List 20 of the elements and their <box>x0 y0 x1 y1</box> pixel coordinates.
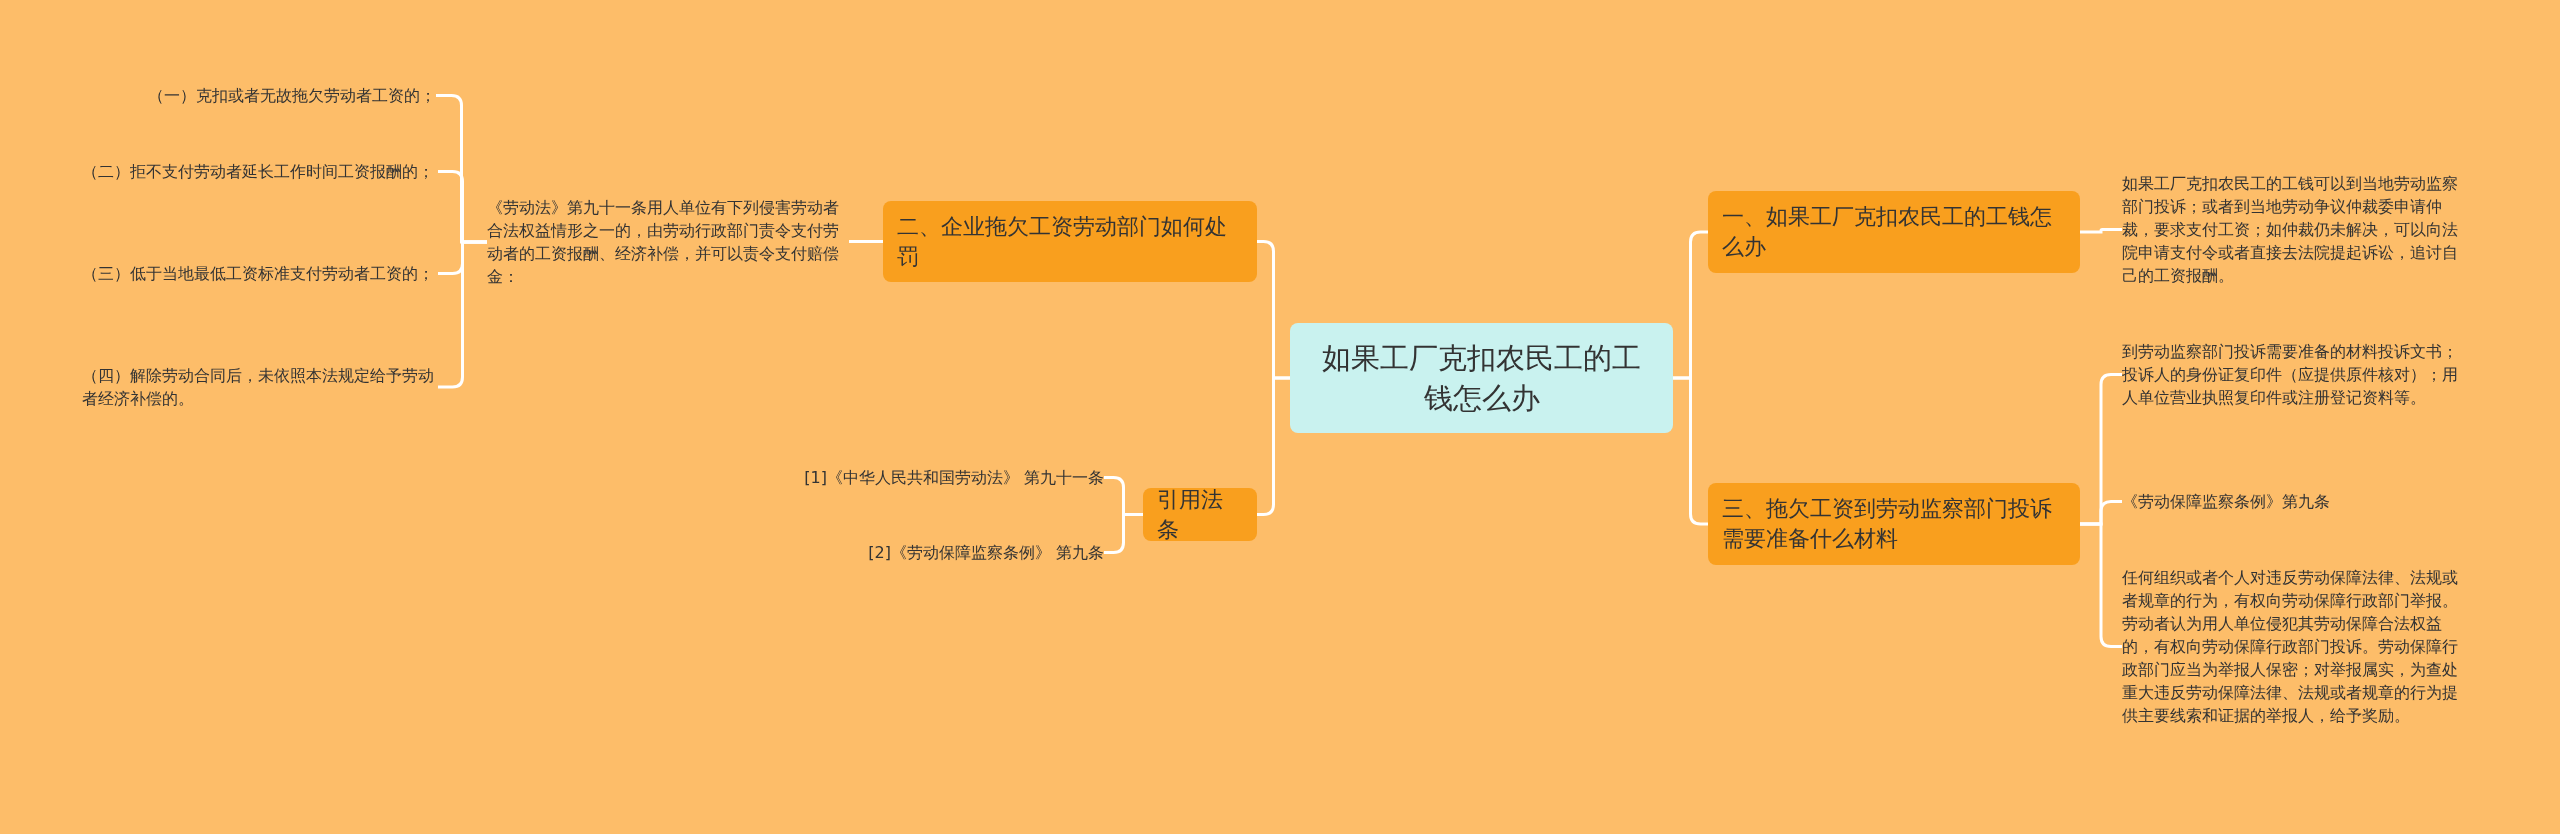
connector-line <box>849 240 883 243</box>
note-text: 到劳动监察部门投诉需要准备的材料投诉文书；投诉人的身份证复印件（应提供原件核对）；用人单位营业执照复印件或注册登记资料等。 <box>2122 340 2472 409</box>
connector-line <box>1673 376 1708 526</box>
list-item-text: （四）解除劳动合同后，未依照本法规定给予劳动者经济补偿的。 <box>82 364 438 410</box>
reference-text: [2]《劳动保障监察条例》 第九条 <box>700 541 1104 564</box>
list-item-text: （二）拒不支付劳动者延长工作时间工资报酬的； <box>82 160 438 183</box>
note-text: 任何组织或者个人对违反劳动保障法律、法规或者规章的行为，有权向劳动保障行政部门举报。劳动者认为用人单位侵犯其劳动保障合法权益的，有权向劳动保障行政部门投诉。劳动保障行政部门应当为举报人保密；对举报属实，为查处重大违反劳动保障法律、法规或者规章的行为提供主要线索和证据的举报人，给予奖励。 <box>2122 566 2472 727</box>
list-item-text: （一）克扣或者无故拖欠劳动者工资的； <box>80 84 436 107</box>
reference-text: [1]《中华人民共和国劳动法》 第九十一条 <box>700 466 1104 489</box>
topic-box: 二、企业拖欠工资劳动部门如何处罚 <box>883 201 1257 282</box>
topic-box: 一、如果工厂克扣农民工的工钱怎么办 <box>1708 191 2080 273</box>
note-text: 《劳动法》第九十一条用人单位有下列侵害劳动者合法权益情形之一的，由劳动行政部门责令支付劳动者的工资报酬、经济补偿，并可以责令支付赔偿金： <box>487 196 849 288</box>
topic-box: 引用法条 <box>1143 488 1257 541</box>
note-text: 如果工厂克扣农民工的工钱可以到当地劳动监察部门投诉；或者到当地劳动争议仲裁委申请仲裁，要求支付工资；如仲裁仍未解决，可以向法院申请支付令或者直接去法院提起诉讼，追讨自己的工资报酬。 <box>2122 172 2472 287</box>
list-item-text: （三）低于当地最低工资标准支付劳动者工资的； <box>82 262 438 285</box>
connector-line <box>1257 376 1290 516</box>
connector-line <box>2080 228 2122 234</box>
note-text: 《劳动保障监察条例》第九条 <box>2122 490 2472 513</box>
topic-box: 三、拖欠工资到劳动监察部门投诉需要准备什么材料 <box>1708 483 2080 565</box>
central-topic-box: 如果工厂克扣农民工的工钱怎么办 <box>1290 323 1673 433</box>
